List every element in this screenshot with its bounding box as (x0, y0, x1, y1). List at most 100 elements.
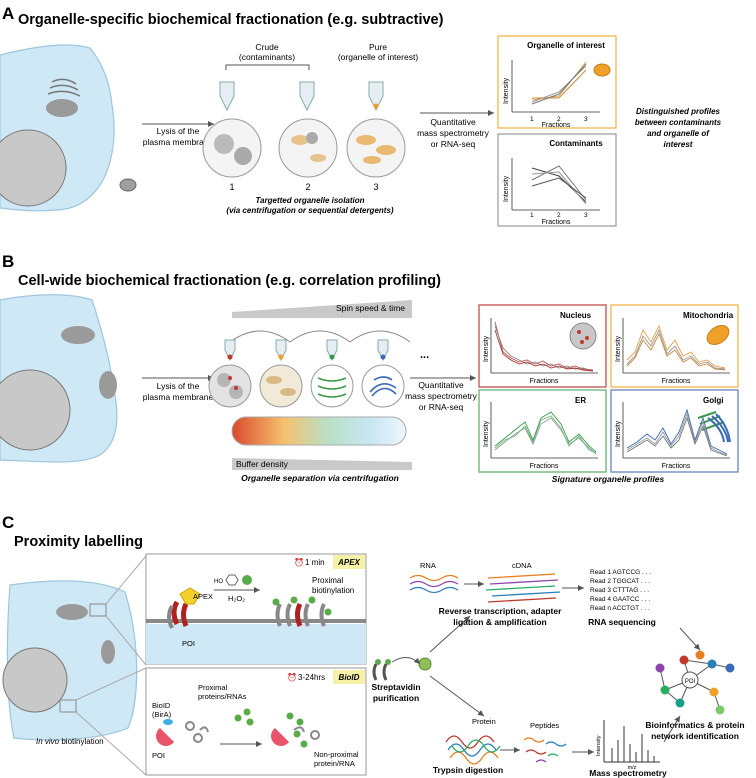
bioid-enzyme (163, 719, 173, 725)
golgi-a (47, 78, 81, 97)
arrow-to-network-2 (663, 715, 681, 743)
b-nucleus-lines (494, 321, 594, 372)
b-frac-1 (208, 364, 252, 408)
bioid-nonprox-2: protein/RNA (314, 759, 355, 768)
b-tubes (224, 339, 389, 362)
b-buffer-wedge (232, 458, 412, 470)
rt-1: Reverse transcription, adapter (439, 606, 563, 616)
a-c1-t1: 1 (530, 116, 534, 123)
arrow-to-trypsin (429, 675, 485, 717)
arrow-to-rt (429, 615, 471, 653)
bioid-nonprox-1: Non-proximal (314, 750, 359, 759)
a-quant-2: mass spectrometry (417, 128, 490, 138)
protein-label: Protein (472, 717, 496, 726)
strep-1: Streptavidin (371, 682, 420, 692)
bioid-label-2: (BirA) (152, 710, 172, 719)
nucleus-a (0, 129, 67, 207)
biotin-icon-1 (242, 575, 252, 585)
ms-xlabel: m/z (628, 765, 637, 771)
ms-label: Mass spectrometry (589, 768, 667, 778)
a-crude-bracket (225, 64, 310, 70)
b-quant-1: Quantitative (418, 380, 464, 390)
a-c1-t3: 3 (584, 116, 588, 123)
rnaseq-label: RNA sequencing (588, 617, 656, 627)
apex-lumen (146, 624, 366, 664)
a-note-3: and organelle of (647, 129, 710, 138)
apex-neighbor (167, 604, 174, 629)
a-num-2: 2 (305, 182, 310, 192)
a-lysis-2: plasma membrane (143, 137, 214, 147)
a-c2-t2: 2 (557, 212, 561, 219)
b-chart-er (478, 389, 607, 473)
clock-icon-apex: ⏰ (294, 557, 304, 567)
b-spin-label: Spin speed & time (336, 303, 405, 313)
zoom-box-bioid (59, 699, 77, 713)
ms-ylabel: Intensity (596, 735, 602, 756)
a-mito-icon (593, 63, 611, 77)
mito-b2 (99, 371, 117, 399)
b-golgi-icon (707, 413, 731, 443)
ms-spectrum (603, 720, 660, 763)
b-frac-2 (259, 364, 303, 408)
b-chart-title-er: ER (575, 396, 586, 405)
protein-network (655, 650, 735, 715)
apex-prox-1: Proximal (312, 576, 343, 585)
a-fraction-3 (346, 118, 406, 178)
apex-poi-label: POI (182, 639, 195, 648)
b-mito-lines (626, 324, 726, 371)
bioid-tag (333, 670, 365, 684)
panel-c: C Proximity labelling In vivo biotinylat… (2, 513, 745, 778)
a-num-3: 3 (373, 182, 378, 192)
bioid-rna-1 (185, 721, 195, 731)
zoom-line-1 (105, 555, 147, 605)
b-er-lines (494, 411, 597, 455)
b-spin-wedge (232, 300, 412, 318)
a-chart-contaminants (497, 133, 617, 227)
nucleus-b (0, 369, 71, 451)
b-frac-4 (361, 364, 405, 408)
zoom-line-3 (75, 667, 147, 701)
panel-b: B Cell-wide biochemical fractionation (e… (0, 252, 739, 484)
read-2: Read 2 TGGCAT . . . (590, 578, 650, 585)
bioid-protein (199, 726, 209, 733)
a-c1-ylabel: Intensity (503, 77, 510, 104)
a-chart2-lines (531, 165, 587, 205)
apex-time: 1 min (305, 558, 325, 567)
protein-blob (445, 735, 501, 765)
a-note-1: Distinguished profiles (636, 107, 721, 116)
apex-labelled-proteins (272, 596, 332, 627)
b-x1: Fractions (530, 378, 559, 385)
a-crude-1: Crude (255, 42, 278, 52)
b-quant-2: mass spectrometry (405, 391, 478, 401)
bioid-label-1: BioID (152, 701, 171, 710)
network-poi: POI (685, 679, 696, 685)
a-tubes (219, 81, 384, 112)
a-caption-2: (via centrifugation or sequential deterg… (226, 206, 393, 215)
b-y4: Intensity (615, 420, 622, 447)
cdna-label: cDNA (512, 561, 532, 570)
bioid-box (145, 667, 367, 776)
b-y3: Intensity (483, 420, 490, 447)
peptides-label: Peptides (530, 721, 559, 730)
b-lysis-1: Lysis of the (157, 381, 200, 391)
apex-h2o2: H₂O₂ (228, 594, 245, 603)
panel-a: A Organelle-specific biochemical fractio… (0, 4, 722, 227)
a-c1-xlabel: Fractions (542, 122, 571, 129)
read-5: Read n ACCTGT . . . (590, 605, 650, 612)
b-caption: Organelle separation via centrifugation (241, 473, 399, 483)
a-chart2-title: Contaminants (549, 139, 603, 148)
panel-c-letter: C (2, 513, 14, 532)
streptavidin-bead (372, 657, 432, 681)
a-caption-1: Targetted organelle isolation (255, 196, 364, 205)
read-3: Read 3 CTTTAG . . . (590, 587, 649, 594)
b-quant-3: or RNA-seq (419, 402, 464, 412)
a-chart-organelle (497, 35, 617, 129)
b-axes (490, 318, 730, 459)
mitochondrion-a (46, 99, 78, 117)
panel-c-title: Proximity labelling (14, 534, 143, 550)
b-frac-3 (310, 364, 354, 408)
bioid-labelled (271, 712, 320, 748)
apex-poi (171, 600, 189, 627)
bioinfo-2: network identification (651, 731, 739, 741)
nucleus-c (2, 647, 68, 713)
